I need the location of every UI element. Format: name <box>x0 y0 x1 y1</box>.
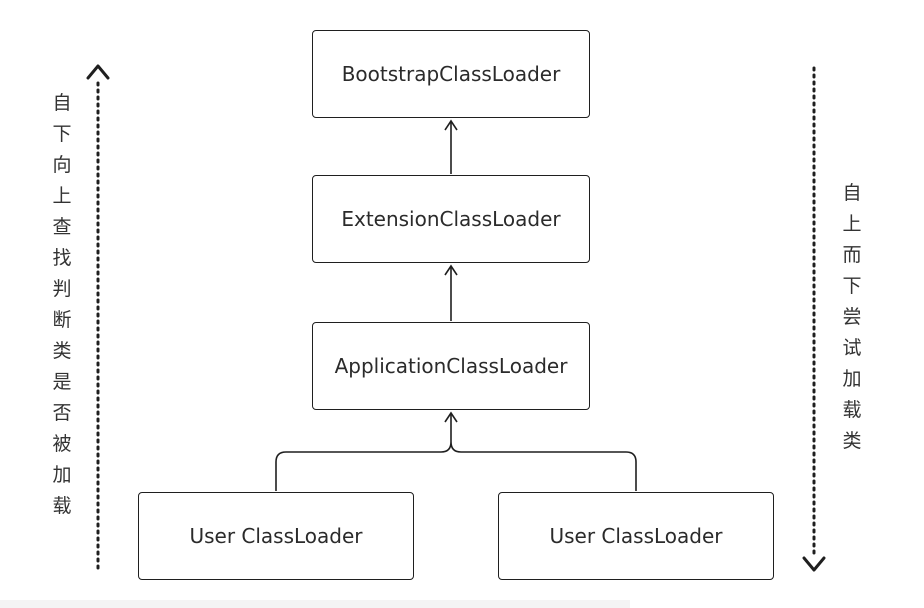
left-arrow-head <box>86 64 110 80</box>
left-caption-char: 加 <box>52 464 72 486</box>
left-caption-char: 找 <box>52 247 72 269</box>
bootstrap-classloader-box: BootstrapClassLoader <box>312 30 590 118</box>
left-caption-char: 自 <box>52 92 72 114</box>
right-caption-char: 而 <box>842 244 862 266</box>
right-caption-char: 上 <box>842 213 862 235</box>
left-caption-char: 上 <box>52 185 72 207</box>
user-classloader-label-right: User ClassLoader <box>549 524 723 548</box>
arrow-head-app-to-ext <box>444 264 458 276</box>
right-caption-char: 自 <box>842 182 862 204</box>
application-classloader-label: ApplicationClassLoader <box>334 354 568 378</box>
extension-classloader-box: ExtensionClassLoader <box>312 175 590 263</box>
user-classloader-box-left: User ClassLoader <box>138 492 414 580</box>
left-caption-char: 下 <box>52 123 72 145</box>
left-caption-char: 否 <box>52 402 72 424</box>
application-classloader-box: ApplicationClassLoader <box>312 322 590 410</box>
right-caption-char: 尝 <box>842 306 862 328</box>
extension-classloader-label: ExtensionClassLoader <box>341 207 561 231</box>
left-caption-char: 是 <box>52 371 72 393</box>
bootstrap-classloader-label: BootstrapClassLoader <box>341 62 561 86</box>
left-vertical-caption: 自下向上查找判断类是否被加载 <box>48 88 76 522</box>
bracket-user-to-app <box>275 441 637 491</box>
right-arrow-head <box>802 556 826 572</box>
arrow-head-user-to-app <box>444 411 458 423</box>
right-vertical-caption: 自上而下尝试加载类 <box>838 178 866 457</box>
right-caption-char: 载 <box>842 399 862 421</box>
right-caption-char: 类 <box>842 430 862 452</box>
right-caption-char: 试 <box>842 337 862 359</box>
user-classloader-box-right: User ClassLoader <box>498 492 774 580</box>
left-caption-char: 载 <box>52 495 72 517</box>
left-caption-char: 查 <box>52 216 72 238</box>
right-caption-char: 下 <box>842 275 862 297</box>
left-caption-char: 被 <box>52 433 72 455</box>
user-classloader-label-left: User ClassLoader <box>189 524 363 548</box>
left-caption-char: 向 <box>52 154 72 176</box>
left-caption-char: 断 <box>52 309 72 331</box>
left-caption-char: 类 <box>52 340 72 362</box>
bottom-strip <box>0 600 630 608</box>
right-caption-char: 加 <box>842 368 862 390</box>
arrow-head-ext-to-boot <box>444 119 458 131</box>
left-caption-char: 判 <box>52 278 72 300</box>
